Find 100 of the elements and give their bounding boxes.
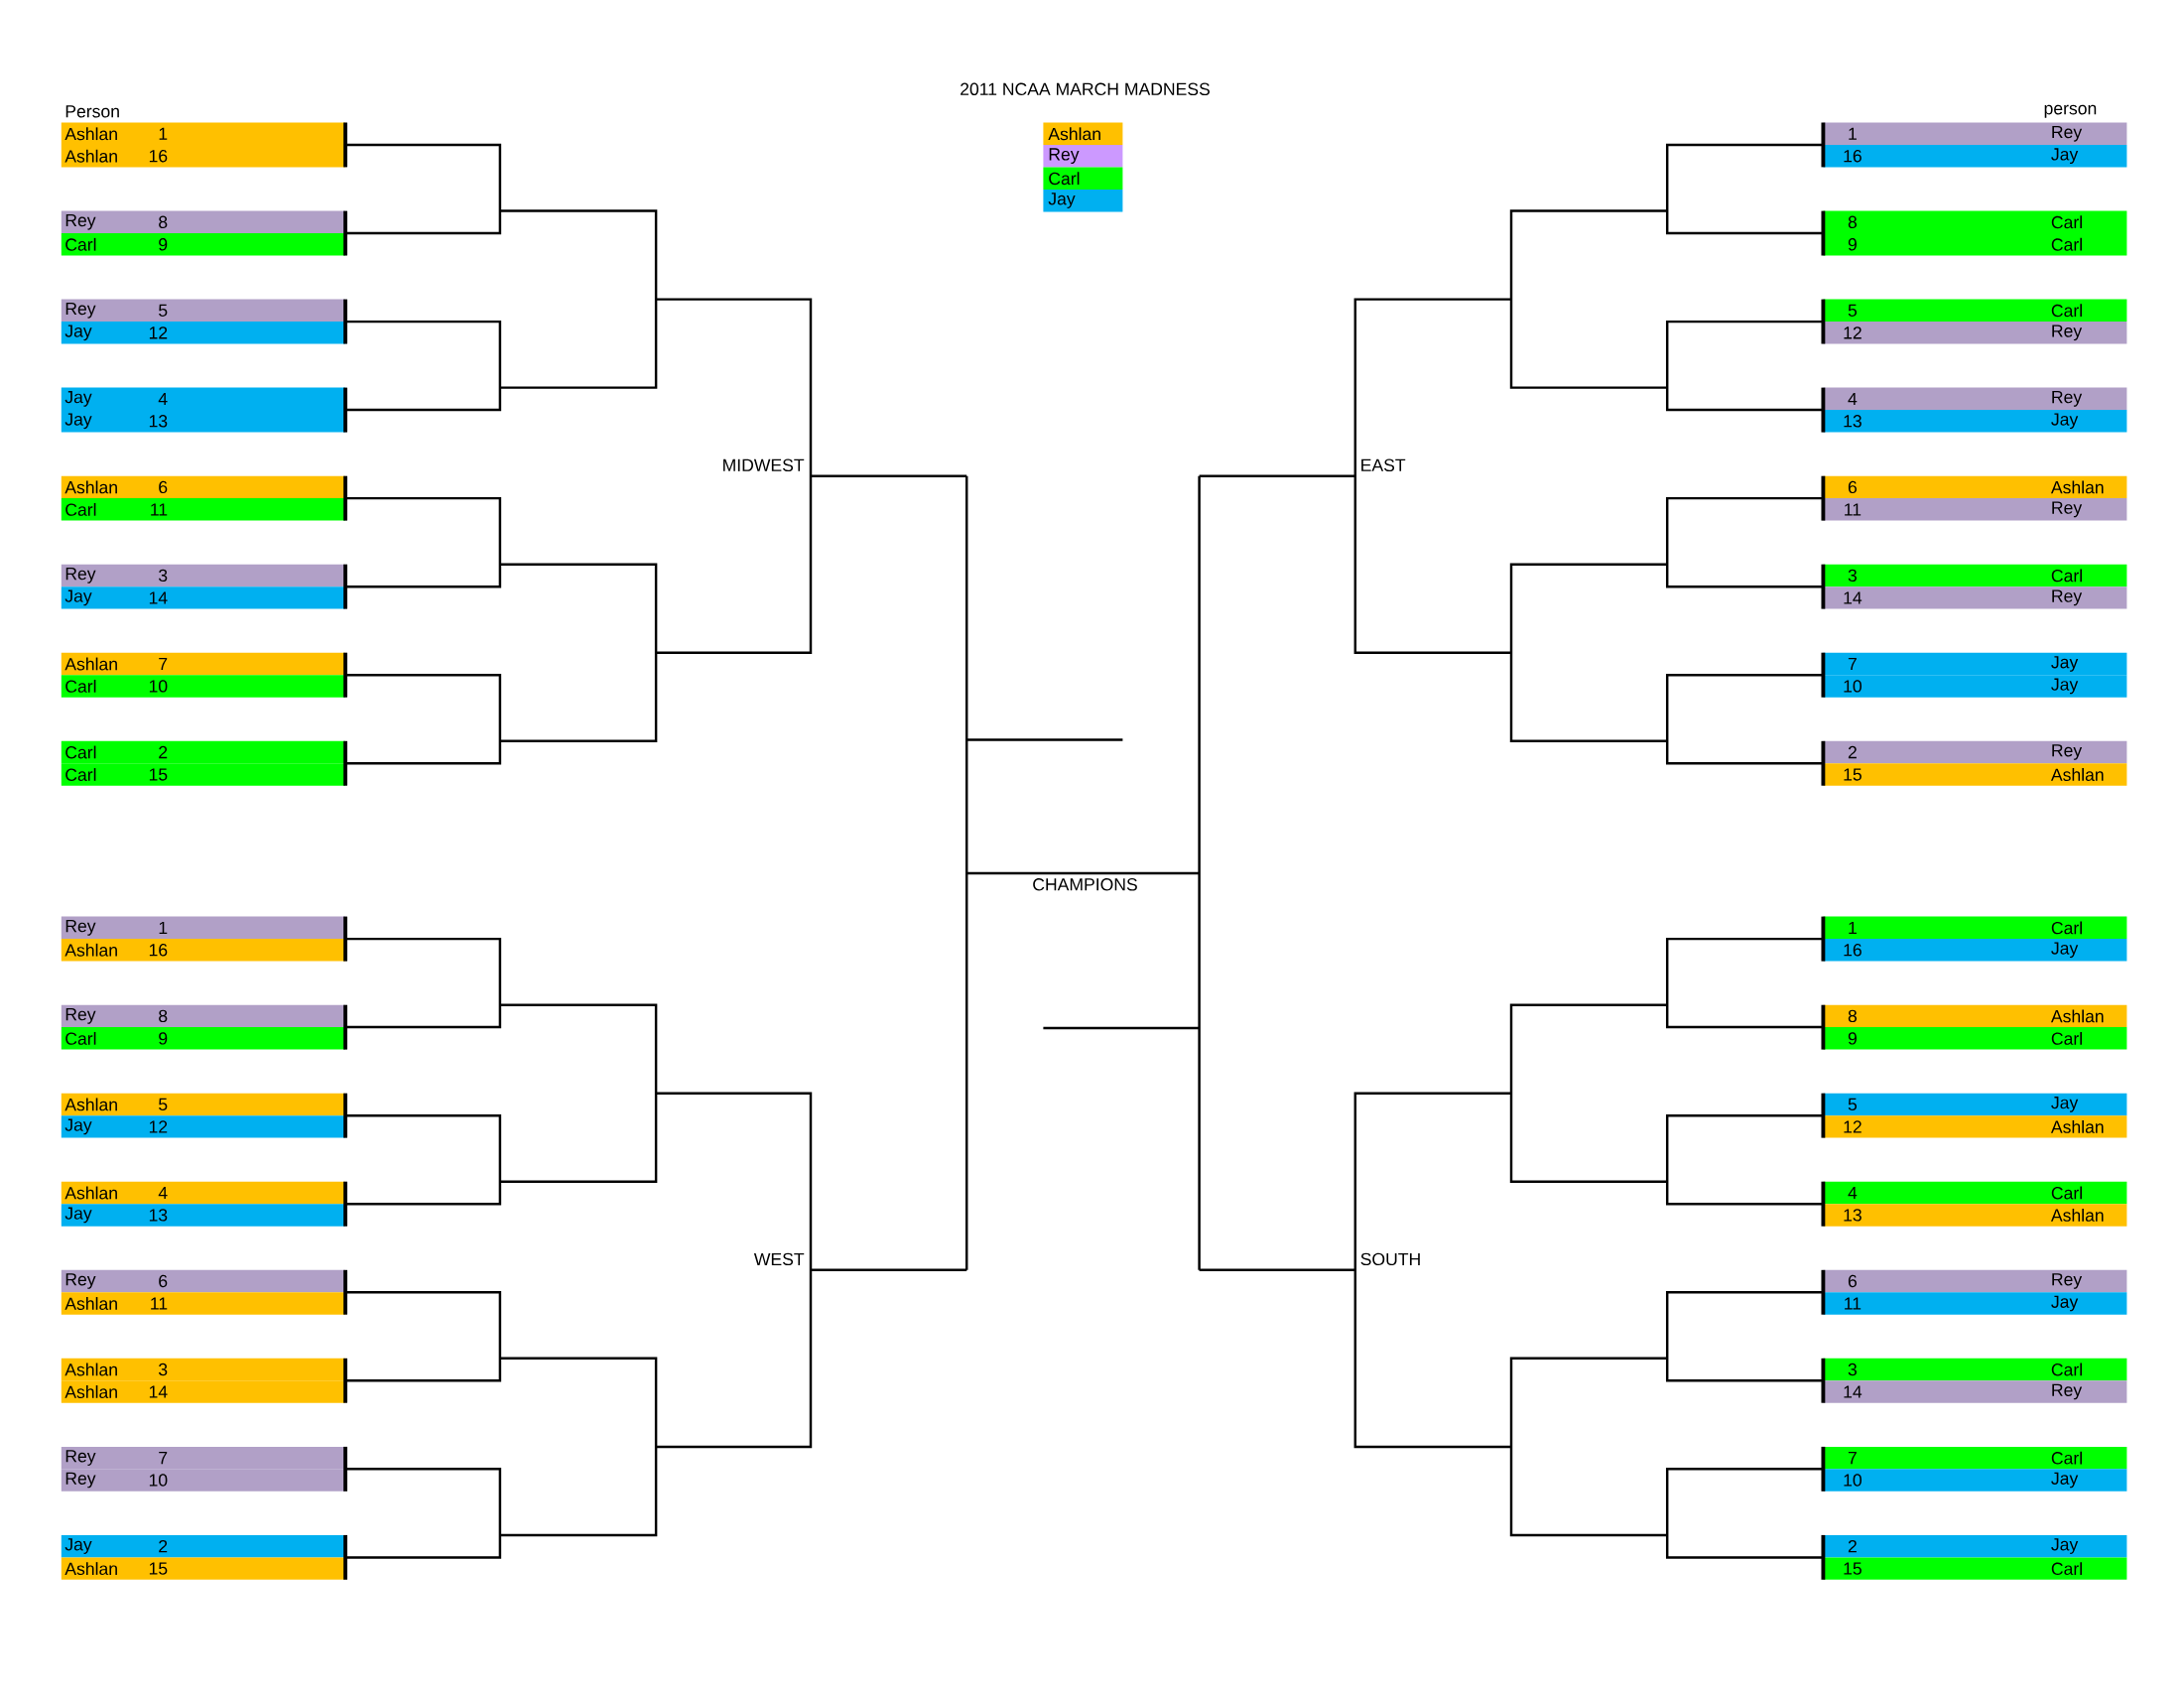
node-label: Ashlan [64, 1562, 117, 1575]
node-label: Carl [65, 767, 96, 781]
matchup-box: Rey 3 Jay 14 [61, 564, 348, 609]
legend-label: Jay [1048, 193, 1076, 208]
legend-label: Rey [1049, 148, 1080, 164]
matchup-box: 1 Carl 16 Jay [1821, 916, 2127, 962]
node-label: 15 [149, 1562, 168, 1575]
matchup-box: 5 Carl 12 Rey [1821, 299, 2127, 344]
node-label: Jay [64, 1207, 92, 1224]
champions-label: CHAMPIONS [1033, 877, 1137, 891]
node-label: 7 [159, 657, 168, 670]
node-label: 16 [1844, 943, 1862, 957]
node-label: Jay [64, 390, 92, 407]
node-label: Ashlan [64, 657, 117, 671]
matchup-box: Ashlan 3 Ashlan 14 [61, 1358, 348, 1403]
node-label: Carl [2051, 1451, 2082, 1465]
matchup-box: 2 Jay 15 Carl [1821, 1534, 2127, 1580]
node-label: 12 [1844, 1120, 1862, 1133]
matchup-box: 7 Carl 10 Jay [1821, 1446, 2127, 1492]
region-label: MIDWEST [723, 458, 805, 471]
node-label: 6 [1848, 1274, 1857, 1288]
node-label: 14 [1844, 1385, 1863, 1398]
title: 2011 NCAA MARCH MADNESS [961, 82, 1210, 95]
matchup-box: 8 Carl 9 Carl [1821, 210, 2127, 256]
node-label: Jay [64, 1118, 92, 1135]
node-label: Jay [64, 325, 92, 341]
matchup-box: 5 Jay 12 Ashlan [1821, 1093, 2127, 1138]
node-label: Ashlan [64, 149, 117, 163]
node-label: Jay [2051, 148, 2079, 164]
matchup-box: 6 Ashlan 11 Rey [1821, 475, 2127, 521]
node-label: 2 [159, 745, 168, 758]
matchup-box: Rey 6 Ashlan 11 [61, 1269, 348, 1315]
region-label: SOUTH [1360, 1252, 1420, 1265]
node-label: Ashlan [2050, 480, 2104, 494]
node-label: 13 [149, 1209, 168, 1222]
node-label: Jay [2051, 678, 2079, 695]
matchup-box: Carl 2 Carl 15 [61, 740, 348, 786]
region-label: WEST [753, 1252, 805, 1265]
matchup-box: Jay 2 Ashlan 15 [61, 1534, 348, 1580]
node-label: Ashlan [64, 1384, 117, 1398]
node-label: 8 [1848, 215, 1858, 228]
node-label: Carl [2051, 237, 2082, 251]
legend-label: Ashlan [1048, 127, 1100, 141]
node-label: 16 [1844, 149, 1862, 163]
matchup-box: Rey 8 Carl 9 [61, 1004, 348, 1050]
node-label: 6 [159, 1274, 168, 1288]
node-label: Jay [64, 413, 92, 430]
node-label: Rey [2052, 325, 2083, 341]
node-label: 1 [159, 127, 168, 140]
matchup-box: 1 Rey 16 Jay [1821, 122, 2127, 168]
node-label: Rey [65, 1007, 96, 1024]
matchup-box: 3 Carl 14 Rey [1821, 1358, 2127, 1403]
matchup-box: Ashlan 6 Carl 11 [61, 475, 348, 521]
node-label: Carl [65, 745, 96, 759]
node-label: 6 [159, 480, 168, 493]
node-label: Ashlan [64, 1363, 117, 1376]
node-label: 12 [149, 1120, 168, 1133]
matchup-box: 3 Carl 14 Rey [1821, 564, 2127, 609]
node-label: Rey [2052, 589, 2083, 606]
node-label: Ashlan [2050, 1119, 2104, 1133]
node-label: Ashlan [64, 943, 117, 957]
matchup-box: Rey 1 Ashlan 16 [61, 916, 348, 962]
node-label: Ashlan [64, 480, 117, 494]
node-label: 7 [159, 1451, 168, 1465]
node-label: Jay [2051, 656, 2079, 672]
node-label: Carl [2051, 215, 2082, 229]
node-label: Ashlan [2050, 1208, 2104, 1222]
node-label: Ashlan [64, 127, 117, 141]
matchup-box: Rey 8 Carl 9 [61, 210, 348, 256]
matchup-box: Ashlan 7 Carl 10 [61, 652, 348, 698]
node-label: Jay [64, 589, 92, 606]
matchup-box: 7 Jay 10 Jay [1821, 652, 2127, 698]
node-label: Rey [65, 213, 96, 230]
node-label: 8 [1848, 1009, 1858, 1022]
node-label: 8 [159, 1009, 168, 1022]
legend-label: Carl [1049, 172, 1080, 185]
node-label: 13 [149, 414, 168, 428]
node-label: 13 [1844, 1209, 1862, 1222]
matchup-box: Ashlan 5 Jay 12 [61, 1093, 348, 1138]
node-label: 15 [1844, 1562, 1862, 1575]
node-label: Rey [2052, 390, 2083, 407]
node-label: 16 [149, 943, 168, 957]
matchup-box: Ashlan 1 Ashlan 16 [61, 122, 348, 168]
node-label: 10 [1844, 680, 1862, 693]
matchup-box: Ashlan 4 Jay 13 [61, 1181, 348, 1227]
matchup-box: 4 Rey 13 Jay [1821, 387, 2127, 433]
node-label: Rey [65, 1450, 96, 1466]
node-label: 14 [149, 1385, 168, 1398]
node-label: Ashlan [2050, 1009, 2104, 1023]
node-label: Rey [2052, 1273, 2083, 1289]
node-label: Rey [2052, 744, 2083, 760]
matchup-box: Jay 4 Jay 13 [61, 387, 348, 433]
node-label: Rey [65, 1273, 96, 1289]
node-label: Rey [2052, 1383, 2083, 1400]
node-label: 4 [1848, 392, 1858, 405]
node-label: 7 [1848, 657, 1857, 670]
region-label: EAST [1361, 458, 1406, 471]
node-label: 12 [149, 326, 168, 339]
node-label: 16 [149, 149, 168, 163]
matchup-box: Rey 7 Rey 10 [61, 1446, 348, 1492]
